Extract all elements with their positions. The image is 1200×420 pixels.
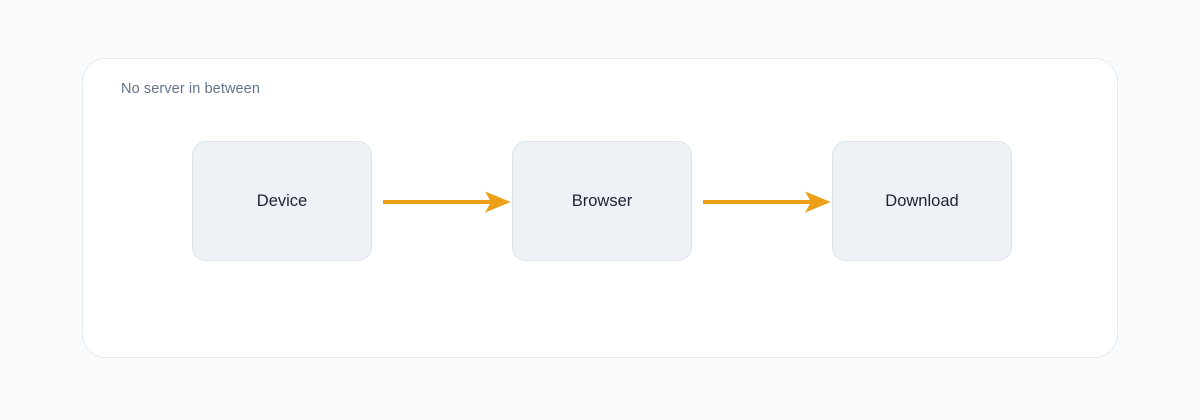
flow-node-label: Browser bbox=[571, 192, 633, 210]
flow-node-label: Device bbox=[256, 192, 308, 210]
flow-node-download[interactable]: Download bbox=[832, 141, 1012, 261]
flow-node-browser[interactable]: Browser bbox=[512, 141, 692, 261]
flow-diagram-card: No server in between Device Browser Down… bbox=[82, 58, 1118, 358]
flow-node-label: Download bbox=[885, 192, 959, 210]
diagram-caption: No server in between bbox=[121, 81, 261, 97]
flow-node-device[interactable]: Device bbox=[192, 141, 372, 261]
